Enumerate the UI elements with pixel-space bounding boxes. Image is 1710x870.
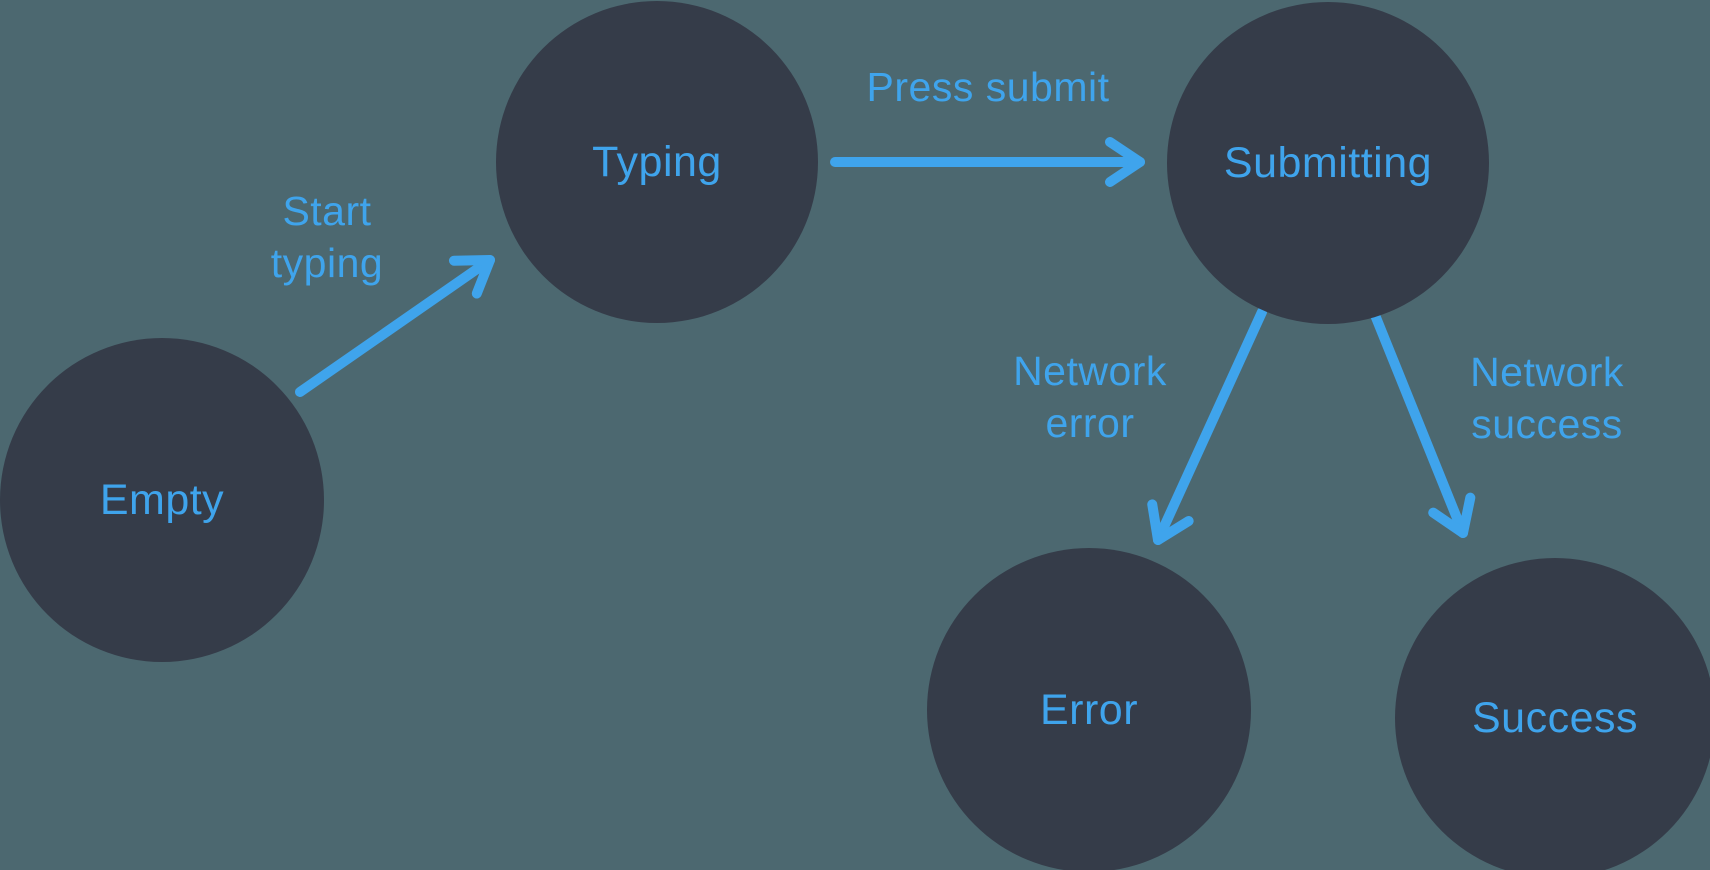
transition-label-network-error: Network error <box>1013 345 1167 449</box>
state-label-typing: Typing <box>592 137 722 186</box>
state-node-success: Success <box>1395 558 1710 870</box>
arrow-submitting-to-error <box>1147 307 1267 545</box>
arrow-empty-to-typing <box>295 255 495 397</box>
arrow-submitting-to-success <box>1370 310 1476 538</box>
state-node-typing: Typing <box>496 1 818 323</box>
transition-label-line: Press submit <box>866 64 1110 110</box>
transition-label-start-typing: Start typing <box>271 185 383 289</box>
state-node-submitting: Submitting <box>1167 2 1489 324</box>
transition-label-line: Network <box>1470 349 1624 395</box>
state-node-error: Error <box>927 548 1251 870</box>
transition-label-line: typing <box>270 240 384 286</box>
transition-label-network-success: Network success <box>1470 346 1624 450</box>
transition-label-line: error <box>1045 400 1135 446</box>
state-label-submitting: Submitting <box>1223 138 1433 187</box>
state-label-success: Success <box>1471 693 1638 742</box>
transition-label-line: success <box>1471 401 1623 447</box>
transition-label-line: Start <box>282 188 372 234</box>
state-label-empty: Empty <box>99 475 225 524</box>
transition-label-line: Network <box>1013 348 1167 394</box>
transition-label-press-submit: Press submit <box>867 61 1110 113</box>
state-label-error: Error <box>1039 685 1139 734</box>
state-node-empty: Empty <box>0 338 324 662</box>
